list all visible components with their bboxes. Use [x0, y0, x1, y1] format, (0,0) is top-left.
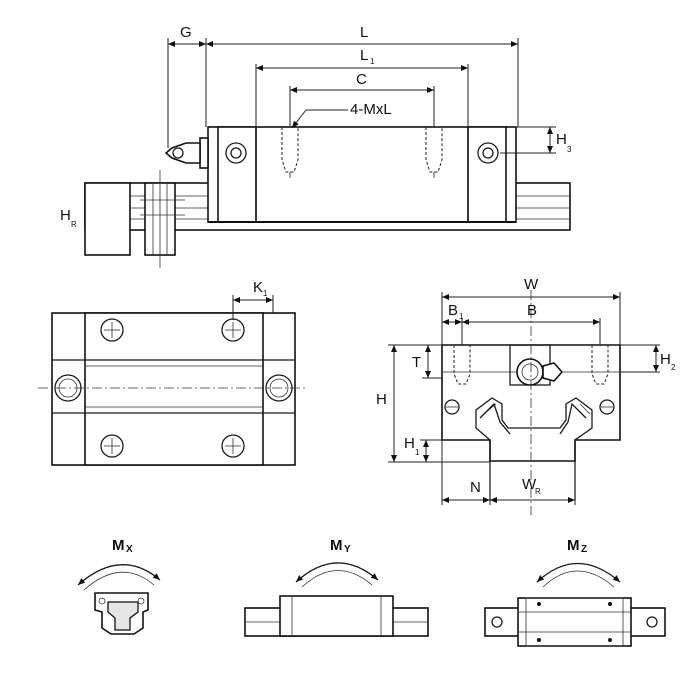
moment-mx-diagram: M X [77, 537, 161, 635]
mz-block [517, 597, 632, 647]
dim-HR-subscript: R [71, 220, 77, 229]
side-elevation-view: G L L 1 C 4-MxL H 3 H R [60, 24, 572, 268]
moment-my-subscript: Y [344, 544, 351, 555]
dim-HR: H [60, 207, 71, 224]
mz-rail-hole-right [646, 616, 658, 628]
plan-view: K 1 [38, 279, 308, 466]
end-grease-nipple [516, 358, 544, 386]
dim-WR-subscript: R [535, 487, 541, 496]
dim-H1-subscript: 1 [415, 448, 420, 457]
dim-K1-subscript: 1 [263, 289, 268, 298]
end-screw-right [477, 142, 499, 164]
plan-hole-top-left [100, 318, 124, 342]
end-cap-left [217, 126, 257, 223]
dim-H3-subscript: 3 [567, 145, 572, 154]
rail-end-section [84, 182, 131, 256]
plan-hole-bottom-right [221, 434, 245, 458]
my-block [279, 595, 394, 637]
end-screw-left [225, 142, 247, 164]
moment-my-label: M [330, 537, 343, 554]
rail-profile [475, 397, 593, 500]
plan-end-screw-right [265, 374, 293, 402]
moment-mz-label: M [567, 537, 580, 554]
plan-end-screw-left [54, 374, 82, 402]
dim-H3: H [556, 131, 567, 148]
label-4-MxL: 4-MxL [350, 101, 392, 118]
dim-B1: B [448, 302, 458, 319]
dim-H1: H [404, 435, 415, 452]
dim-T: T [412, 354, 421, 371]
tapped-hole-right [425, 127, 443, 173]
plan-hole-bottom-left [100, 434, 124, 458]
dim-WR: W [522, 476, 537, 493]
dim-C: C [356, 71, 367, 88]
dim-N: N [470, 479, 481, 496]
dim-H: H [376, 391, 387, 408]
mz-rail-hole-left [491, 616, 503, 628]
moment-mz-subscript: Z [581, 544, 587, 555]
carriage-block [207, 126, 517, 223]
dim-L1-subscript: 1 [370, 57, 375, 66]
dim-L: L [360, 24, 368, 41]
moment-mx-label: M [112, 537, 125, 554]
mz-rotation-arrow [536, 563, 621, 583]
dim-B: B [527, 302, 537, 319]
tapped-hole-left [281, 127, 299, 173]
end-view: W B 1 B T H 2 H H 1 N [376, 276, 676, 515]
dim-W: W [524, 276, 539, 293]
end-side-screw-left [444, 399, 460, 415]
end-cap-right [467, 126, 507, 223]
dim-G: G [180, 24, 192, 41]
mx-rotation-arrow [77, 564, 161, 586]
dim-L1: L [360, 47, 368, 64]
dim-K1: K [253, 279, 263, 296]
dim-B1-subscript: 1 [459, 312, 464, 321]
moment-mz-diagram: M Z [484, 537, 666, 647]
dim-H2: H [660, 351, 671, 368]
end-side-screw-right [599, 399, 615, 415]
moment-my-diagram: M Y [244, 537, 429, 637]
plan-hole-top-right [221, 318, 245, 342]
dim-H2-subscript: 2 [671, 363, 676, 372]
moment-mx-subscript: X [126, 544, 133, 555]
my-rotation-arrow [295, 562, 379, 583]
